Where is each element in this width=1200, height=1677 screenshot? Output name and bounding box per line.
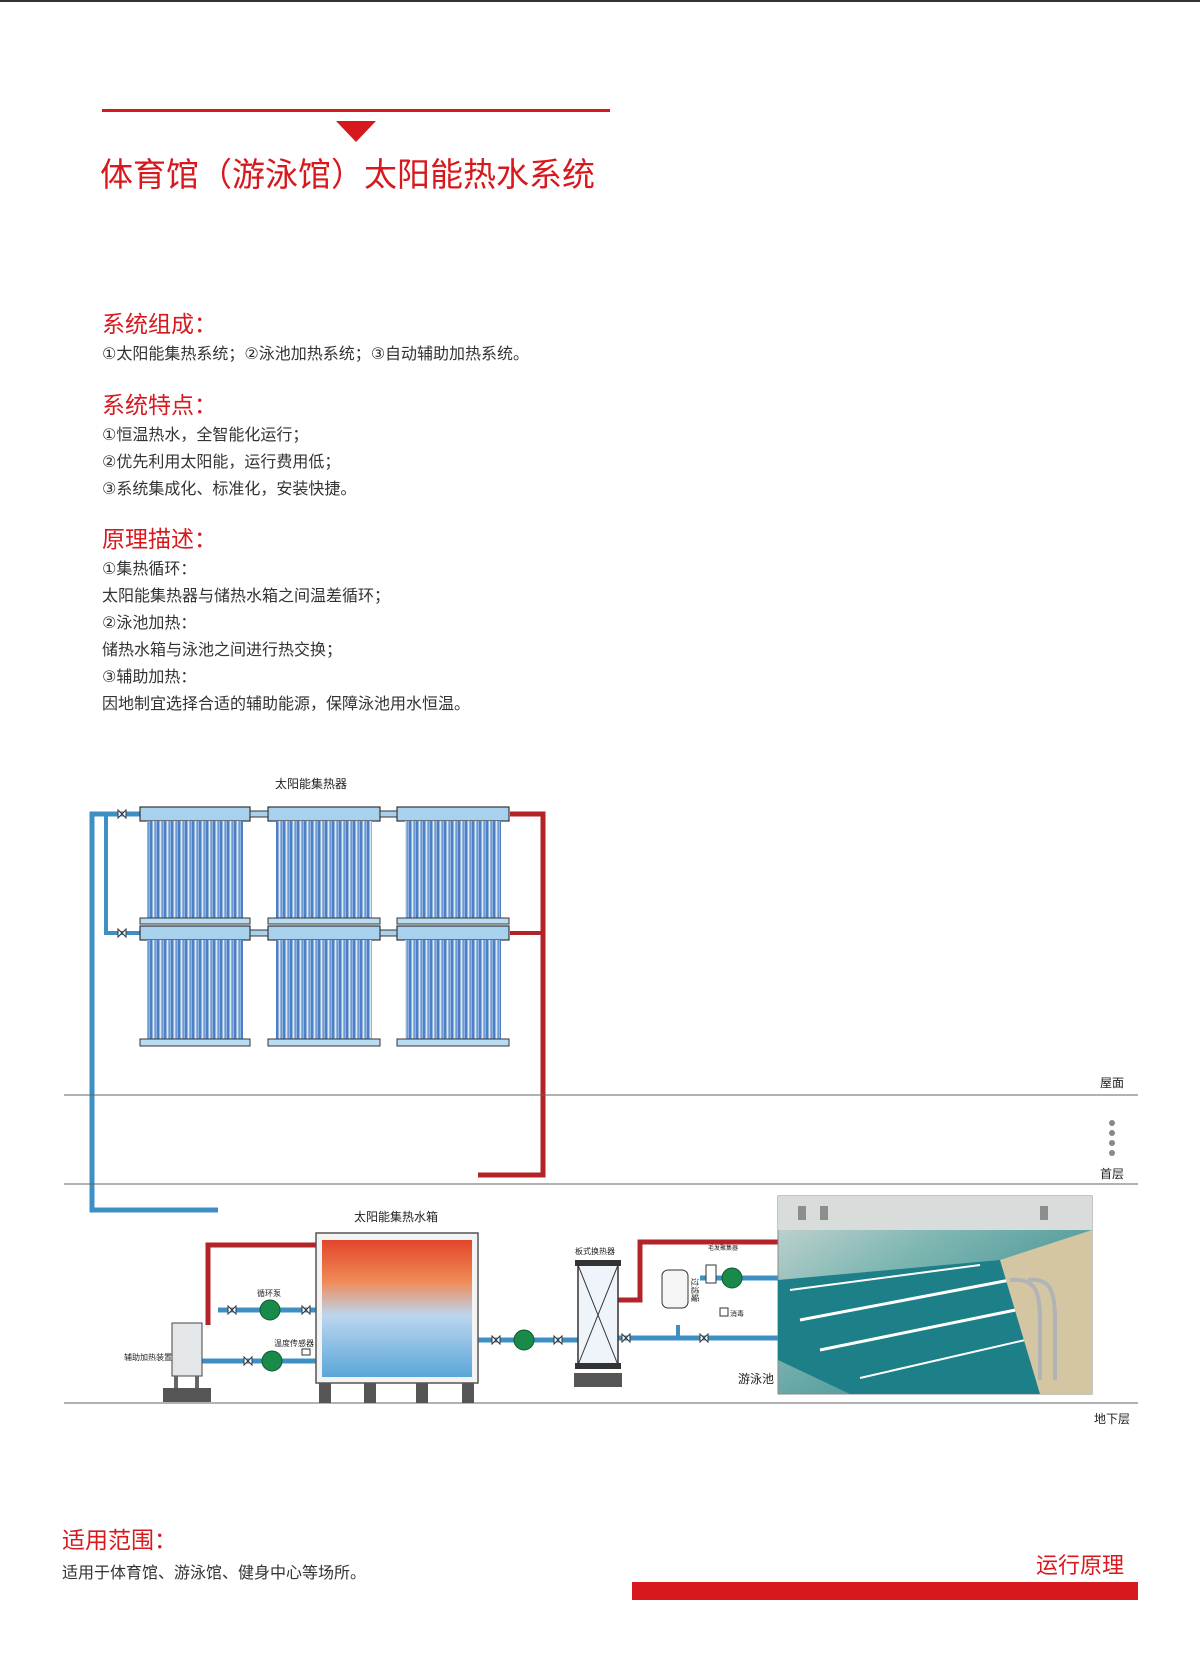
pump-icon <box>513 1329 535 1351</box>
ellipsis-dot <box>1109 1150 1115 1156</box>
feature-line: ③系统集成化、标准化，安装快捷。 <box>102 479 357 498</box>
ellipsis-dot <box>1109 1130 1115 1136</box>
valve-icon <box>243 1355 253 1367</box>
valve-icon <box>621 1332 631 1344</box>
sensor-icon <box>301 1348 311 1356</box>
pump-icon <box>721 1267 743 1289</box>
disinfect-label: 消毒 <box>730 1309 744 1318</box>
valve-icon <box>117 808 127 820</box>
scope-text: 适用于体育馆、游泳馆、健身中心等场所。 <box>62 1563 367 1582</box>
swimming-pool-photo <box>777 1195 1093 1395</box>
valve-icon <box>699 1332 709 1344</box>
feature-line: ①恒温热水，全智能化运行； <box>102 425 309 444</box>
footer-accent-bar <box>632 1582 1138 1600</box>
collector-panel <box>267 806 381 925</box>
section-heading-features: 系统特点： <box>102 393 217 419</box>
filter-tank <box>661 1269 689 1309</box>
disinfect-icon <box>719 1307 729 1317</box>
aux-heater-base <box>163 1388 211 1402</box>
heat-exchanger-label: 板式换热器 <box>575 1246 615 1256</box>
pool-label: 游泳池 <box>738 1372 774 1386</box>
aux-heater <box>171 1322 203 1377</box>
exchanger-to-pool-pipe <box>618 1239 778 1303</box>
title-marker-triangle <box>336 121 376 142</box>
system-diagram: 太阳能集热器 <box>64 776 1138 1426</box>
page-top-border <box>0 0 1200 2</box>
aux-hot-pipe <box>205 1242 316 1325</box>
collector-panel <box>139 925 251 1047</box>
valve-icon <box>117 927 127 939</box>
circulation-pump-label: 循环泵 <box>257 1288 281 1298</box>
valve-icon <box>227 1304 237 1316</box>
collector-panel <box>396 925 510 1047</box>
aux-heater-label: 辅助加热装置 <box>124 1352 172 1362</box>
exchanger-base <box>574 1373 622 1387</box>
hair-filter-label: 毛发聚集器 <box>708 1244 738 1252</box>
collector-array <box>139 806 510 1047</box>
hot-supply-pipe <box>478 811 546 1178</box>
section-heading-principle: 原理描述： <box>102 527 217 553</box>
tank-label: 太阳能集热水箱 <box>354 1209 438 1224</box>
hair-filter <box>705 1264 717 1284</box>
principle-line: ③辅助加热： <box>102 667 197 686</box>
pump-icon <box>259 1299 281 1321</box>
title-rule <box>102 109 610 112</box>
page-title: 体育馆（游泳馆）太阳能热水系统 <box>100 155 595 194</box>
temperature-sensor-label: 温度传感器 <box>274 1338 314 1348</box>
floor-label-roof: 屋面 <box>1100 1076 1124 1090</box>
pump-icon <box>261 1350 283 1372</box>
footer-page-label: 运行原理 <box>1036 1554 1125 1579</box>
ellipsis-dot <box>1109 1120 1115 1126</box>
section-heading-composition: 系统组成： <box>102 312 217 338</box>
cold-branch-pipe <box>104 814 145 935</box>
principle-line: ②泳池加热： <box>102 613 197 632</box>
scope-heading: 适用范围： <box>62 1528 177 1554</box>
principle-line: 太阳能集热器与储热水箱之间温差循环； <box>102 586 391 605</box>
valve-icon <box>553 1334 563 1346</box>
floor-label-ground: 首层 <box>1100 1167 1124 1181</box>
principle-line: 因地制宜选择合适的辅助能源，保障泳池用水恒温。 <box>102 694 471 713</box>
composition-line: ①太阳能集热系统；②泳池加热系统；③自动辅助加热系统。 <box>102 344 530 363</box>
filter-tank-label: 过滤罐 <box>690 1278 700 1302</box>
floor-label-basement: 地下层 <box>1094 1412 1130 1426</box>
collector-panel <box>396 806 510 925</box>
principle-line: ①集热循环： <box>102 559 197 578</box>
ellipsis-dot <box>1109 1140 1115 1146</box>
principle-line: 储热水箱与泳池之间进行热交换； <box>102 640 343 659</box>
valve-icon <box>491 1334 501 1346</box>
tank-water-gradient <box>322 1240 472 1377</box>
collector-panel <box>267 925 381 1047</box>
collector-panel <box>139 806 251 925</box>
collector-label: 太阳能集热器 <box>275 776 347 791</box>
feature-line: ②优先利用太阳能，运行费用低； <box>102 452 341 471</box>
valve-icon <box>301 1304 311 1316</box>
